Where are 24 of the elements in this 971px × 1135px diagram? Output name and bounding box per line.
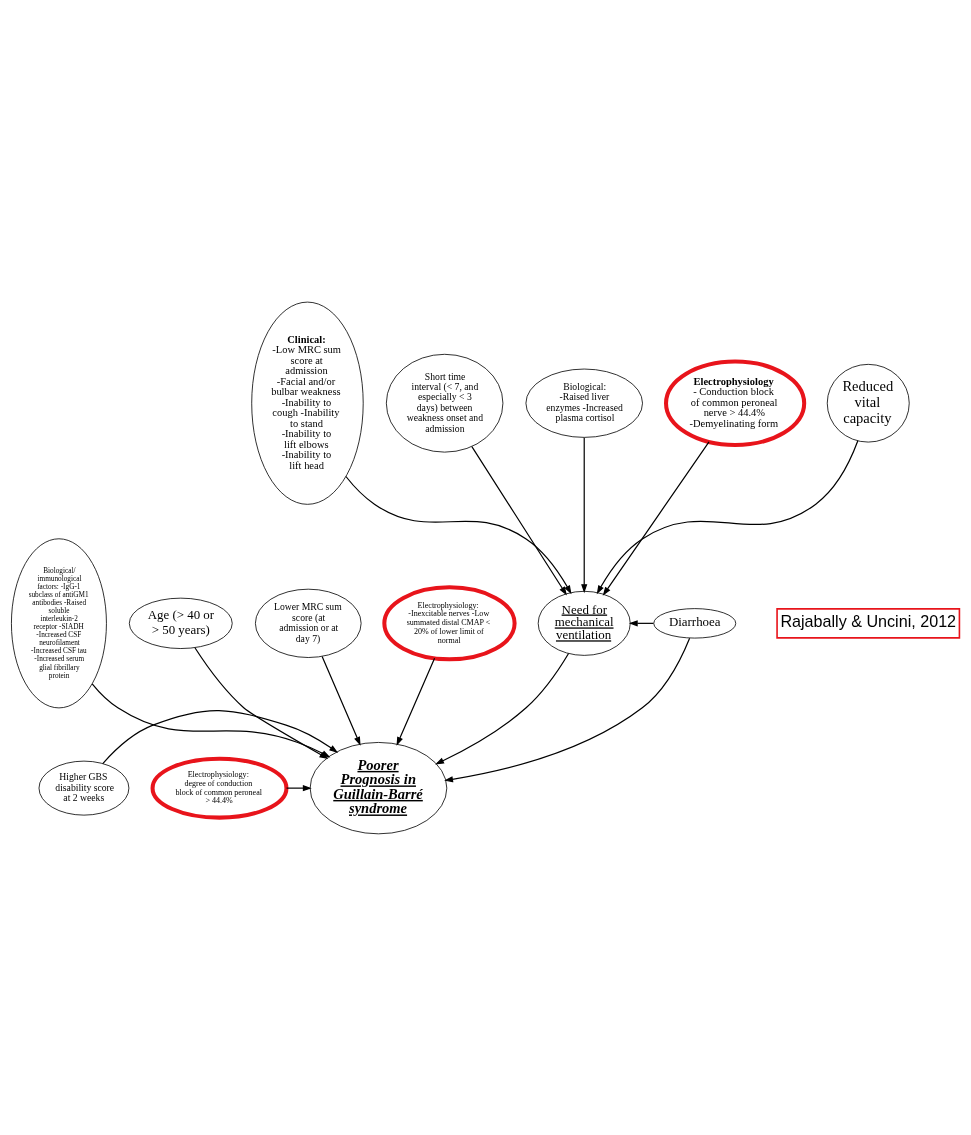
arrow (321, 655, 361, 746)
node-ellipse: Electrophysiology - Conduction block of common peroneal nerve > 44.4% -Demyelinating form (664, 358, 807, 447)
node-ellipse: Short time interval (< 7, and especially < 3 days) between weakness onset and admission (385, 353, 504, 453)
arrow (285, 784, 312, 791)
node-ellipse: Lower MRC sum score (at admission or at day 7) (255, 588, 362, 658)
arrow (596, 439, 859, 594)
arrow (102, 709, 339, 764)
node-ellipse: Clinical: -Low MRC sum score at admission -Facial and/or bulbar weakness -Inability to cough -Inability to stand -Inability to lift elbows -Inability to lift head (251, 301, 364, 505)
arrow (435, 652, 570, 764)
arrow (396, 657, 436, 746)
arrow (602, 440, 710, 596)
arrow (444, 637, 691, 782)
node-ellipse: Electrophysiology: degree of conduction block of common peroneal > 44.4% (150, 756, 289, 820)
node-circle: Reduced vital capacity (826, 363, 910, 442)
node-ellipse: Age (> 40 or > 50 years) (128, 597, 233, 649)
arrow (471, 445, 567, 595)
label: Rajabally & Uncini, 2012 (780, 611, 957, 630)
arrow (581, 436, 588, 593)
node-ellipse: Electrophysiology: -Inexcitable nerves -Low summated distal CMAP < 20% of lower limit of normal (382, 584, 517, 661)
node-ellipse: Need for mechanical ventilation (537, 590, 631, 656)
arrow (345, 475, 572, 594)
node-ellipse: Diarrhoea (653, 607, 737, 638)
node-ellipse: Higher GBS disability score at 2 weeks (38, 760, 130, 816)
node-ellipse: Biological: -Raised liver enzymes -Increased plasma cortisol (525, 368, 643, 438)
